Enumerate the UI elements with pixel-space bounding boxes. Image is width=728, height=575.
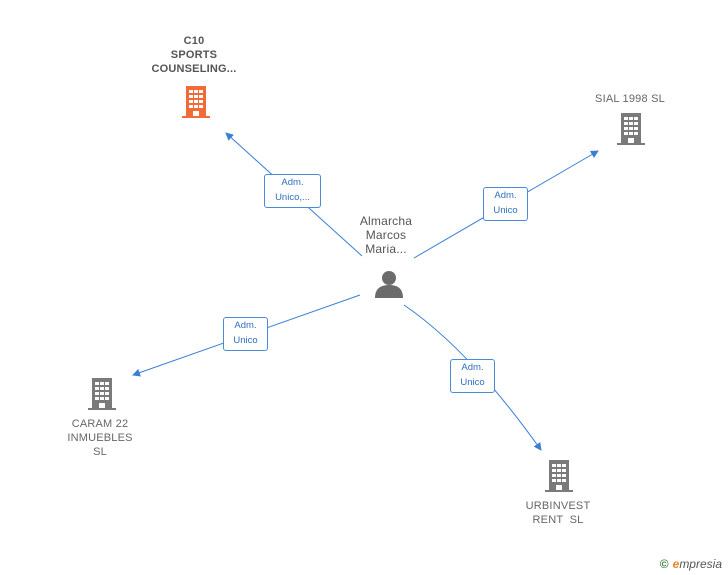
edge-label-line: Adm. — [234, 320, 257, 331]
person-label[interactable]: Almarcha Marcos Maria... — [336, 214, 436, 256]
label-line: Marcos — [365, 228, 407, 242]
edge-label-sial[interactable]: Adm. Unico — [483, 187, 528, 221]
label-line: RENT SL — [532, 514, 584, 526]
building-icon[interactable] — [543, 458, 575, 494]
brand-logo: empresia — [673, 557, 722, 571]
building-icon[interactable] — [615, 111, 647, 147]
label-line: Maria... — [365, 242, 407, 256]
edge-label-urbinvest[interactable]: Adm. Unico — [450, 359, 495, 393]
label-line: CARAM 22 — [71, 418, 129, 430]
label-line: C10 — [183, 35, 205, 47]
company-label-c10[interactable]: C10 SPORTS COUNSELING... — [134, 34, 254, 76]
empresia-watermark: ©empresia — [660, 557, 722, 571]
label-line: SIAL 1998 SL — [595, 93, 665, 105]
label-line: URBINVEST — [525, 500, 591, 512]
company-label-urbinvest[interactable]: URBINVEST RENT SL — [508, 499, 608, 527]
edge-label-line: Unico — [460, 377, 485, 388]
edge-label-line: Adm. — [494, 190, 517, 201]
label-line: SL — [93, 446, 107, 458]
label-line: INMUEBLES — [67, 432, 133, 444]
edge-label-line: Adm. — [461, 362, 484, 373]
edge-label-line: Unico — [493, 205, 518, 216]
edge-label-line: Unico — [233, 335, 258, 346]
company-label-caram[interactable]: CARAM 22 INMUEBLES SL — [50, 417, 150, 459]
label-line: Almarcha — [359, 214, 413, 228]
copyright-symbol: © — [659, 557, 669, 571]
edge-label-c10[interactable]: Adm. Unico,... — [264, 174, 321, 208]
edge-label-line: Adm. — [281, 177, 304, 188]
person-icon[interactable] — [373, 268, 405, 300]
building-icon[interactable] — [180, 84, 212, 120]
brand-first-letter: e — [672, 557, 680, 571]
label-line: COUNSELING... — [151, 63, 237, 75]
edge-label-caram[interactable]: Adm. Unico — [223, 317, 268, 351]
company-label-sial[interactable]: SIAL 1998 SL — [580, 92, 680, 106]
building-icon[interactable] — [86, 376, 118, 412]
label-line: SPORTS — [170, 49, 218, 61]
edge-label-line: Unico,... — [275, 192, 310, 203]
brand-rest: mpresia — [679, 557, 722, 571]
